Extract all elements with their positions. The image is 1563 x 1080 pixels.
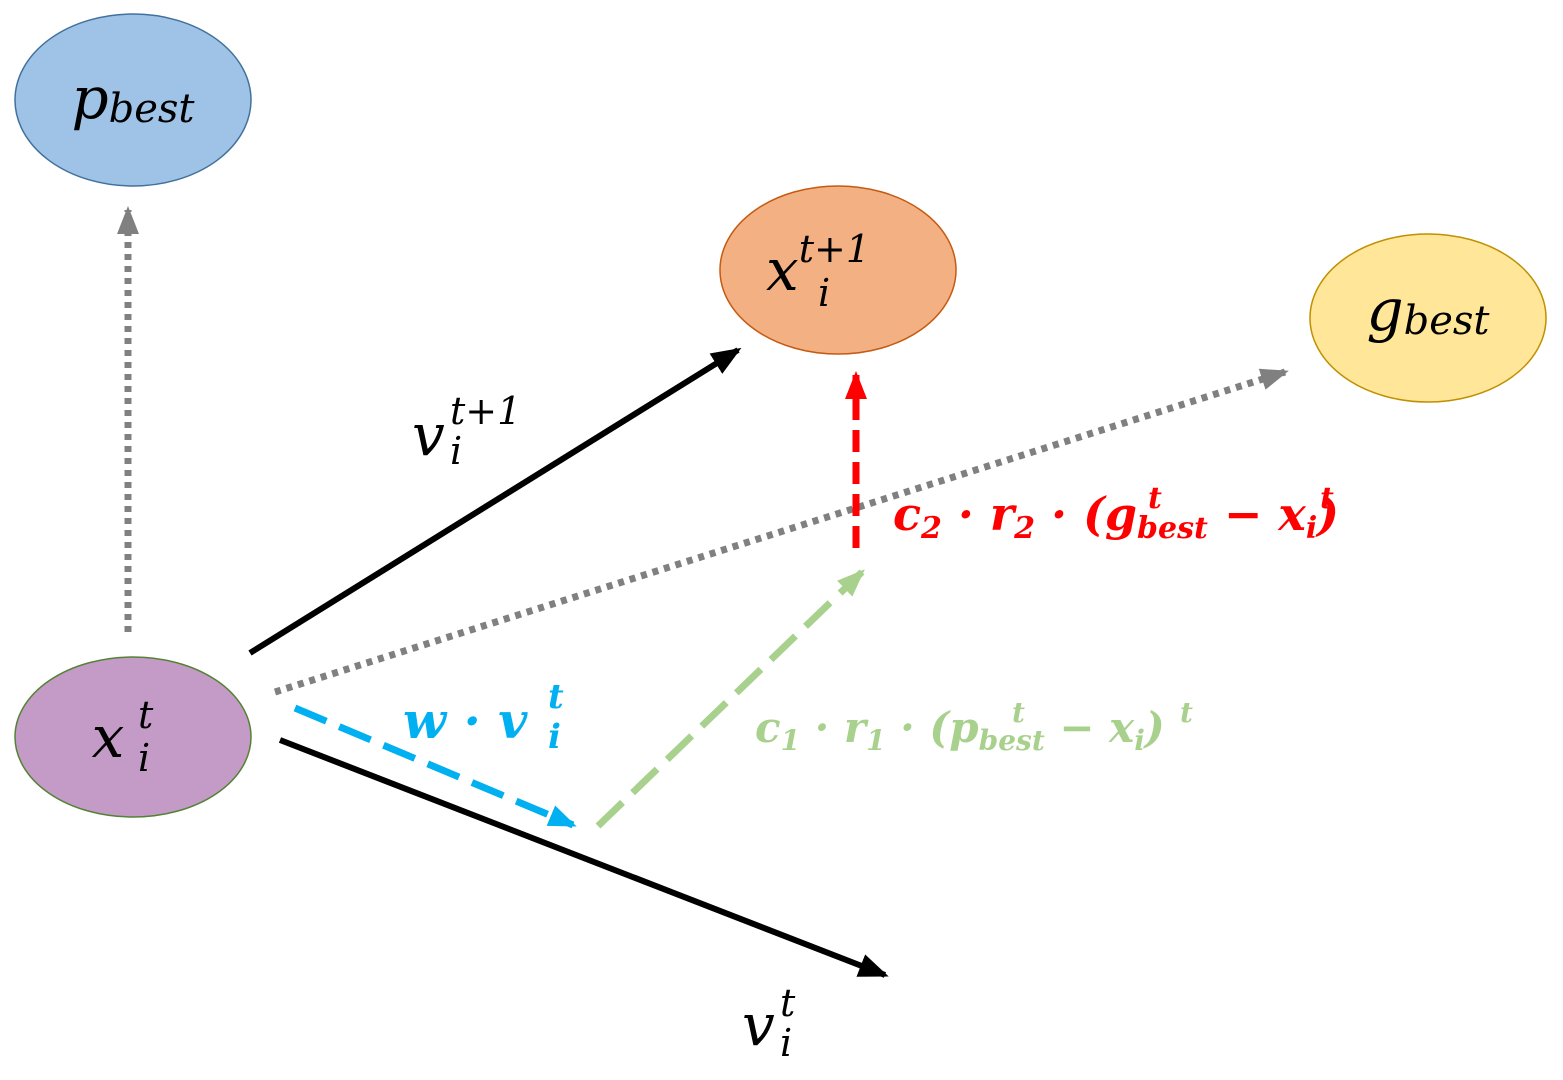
label-inertia-base: v	[498, 691, 528, 750]
label-v-next: v t+1 i	[412, 389, 521, 473]
label-social-r: · r	[942, 487, 1018, 541]
node-pbest-base: p	[71, 64, 108, 132]
label-cognitive-r-sub: 1	[866, 724, 885, 757]
label-v-cur-base: v	[742, 991, 775, 1059]
node-gbest-base: g	[1366, 276, 1403, 344]
svg-text:i: i	[780, 1021, 792, 1065]
node-xnext-base: x	[766, 236, 799, 304]
svg-text:t: t	[138, 693, 154, 737]
svg-text:t: t	[548, 677, 564, 717]
label-cognitive-p: · (p	[886, 703, 979, 752]
arrow-cognitive	[595, 569, 865, 829]
svg-text:w · v: w · v	[403, 691, 528, 750]
label-cognitive-p-sup: t	[1012, 696, 1025, 729]
svg-text:gbest: gbest	[1366, 276, 1490, 344]
node-xnext-sup: t+1	[799, 227, 870, 271]
svg-text:x: x	[92, 703, 125, 771]
svg-text:t: t	[1180, 696, 1193, 729]
svg-text:t+1: t+1	[450, 389, 521, 433]
svg-text:i: i	[548, 717, 561, 757]
label-v-next-sub: i	[450, 429, 462, 473]
label-social: c2 · r2 · (gbest − xi) t t	[893, 481, 1339, 546]
node-xcur: x t i	[14, 656, 252, 818]
svg-text:v: v	[742, 991, 775, 1059]
label-social-minus: − x	[1208, 487, 1307, 541]
svg-text:pbest: pbest	[71, 64, 195, 132]
svg-text:v: v	[412, 401, 445, 469]
svg-text:c2 · r2 · (gbest − xi): c2 · r2 · (gbest − xi)	[893, 487, 1339, 546]
label-cognitive-p-sub: best	[979, 724, 1045, 757]
node-gbest: gbest	[1309, 233, 1547, 403]
label-cognitive-minus: − x	[1045, 703, 1135, 752]
label-v-cur-sup: t	[780, 981, 796, 1025]
node-gbest-sub: best	[1404, 298, 1491, 344]
svg-text:t: t	[1148, 481, 1162, 516]
label-v-next-sup: t+1	[450, 389, 521, 433]
node-xnext-sub: i	[818, 271, 830, 315]
node-xcur-base: x	[92, 703, 125, 771]
label-social-x-sub: i	[1306, 511, 1317, 546]
label-social-c: c	[893, 487, 921, 541]
label-inertia-sub: i	[548, 717, 561, 757]
label-social-c-sub: 2	[920, 511, 942, 546]
label-social-g-sub: best	[1137, 511, 1208, 546]
label-cognitive-r: · r	[800, 703, 869, 752]
svg-text:t: t	[1012, 696, 1025, 729]
node-xcur-sup: t	[138, 693, 154, 737]
svg-text:i: i	[818, 271, 830, 315]
arrow-v-cur	[278, 737, 889, 978]
node-pbest-sub: best	[109, 86, 196, 132]
node-xnext: xt+1 i	[719, 185, 957, 355]
label-cognitive-c: c	[755, 703, 781, 752]
label-v-next-base: v	[412, 401, 445, 469]
label-social-close: )	[1315, 487, 1339, 541]
node-xcur-sub: i	[138, 736, 150, 780]
label-inertia-sup: t	[548, 677, 564, 717]
label-inertia: w · v t i	[403, 677, 564, 757]
label-v-cur: v t i	[742, 981, 796, 1065]
svg-text:t: t	[780, 981, 796, 1025]
svg-text:i: i	[450, 429, 462, 473]
node-pbest: pbest	[14, 13, 252, 187]
label-v-cur-sub: i	[780, 1021, 792, 1065]
svg-text:t: t	[1320, 481, 1334, 516]
label-social-g-sup: t	[1148, 481, 1162, 516]
label-social-r-sub: 2	[1013, 511, 1035, 546]
svg-text:i: i	[138, 736, 150, 780]
label-cognitive-x-sub: i	[1134, 724, 1145, 757]
arrow-xcur-to-gbest	[273, 368, 1289, 696]
svg-text:xt+1: xt+1	[766, 227, 870, 304]
label-social-x-sup: t	[1320, 481, 1334, 516]
label-inertia-coef: w ·	[403, 691, 498, 750]
label-cognitive-close: )	[1143, 703, 1165, 752]
arrow-inertia	[293, 704, 577, 829]
arrow-v-next	[248, 347, 742, 656]
label-cognitive-c-sub: 1	[781, 724, 800, 757]
svg-text:c1 · r1 · (pbest − xi): c1 · r1 · (pbest − xi)	[755, 703, 1165, 757]
label-cognitive: c1 · r1 · (pbest − xi) t t	[755, 696, 1193, 757]
label-social-g: · (g	[1035, 487, 1137, 541]
label-cognitive-x-sup: t	[1180, 696, 1193, 729]
